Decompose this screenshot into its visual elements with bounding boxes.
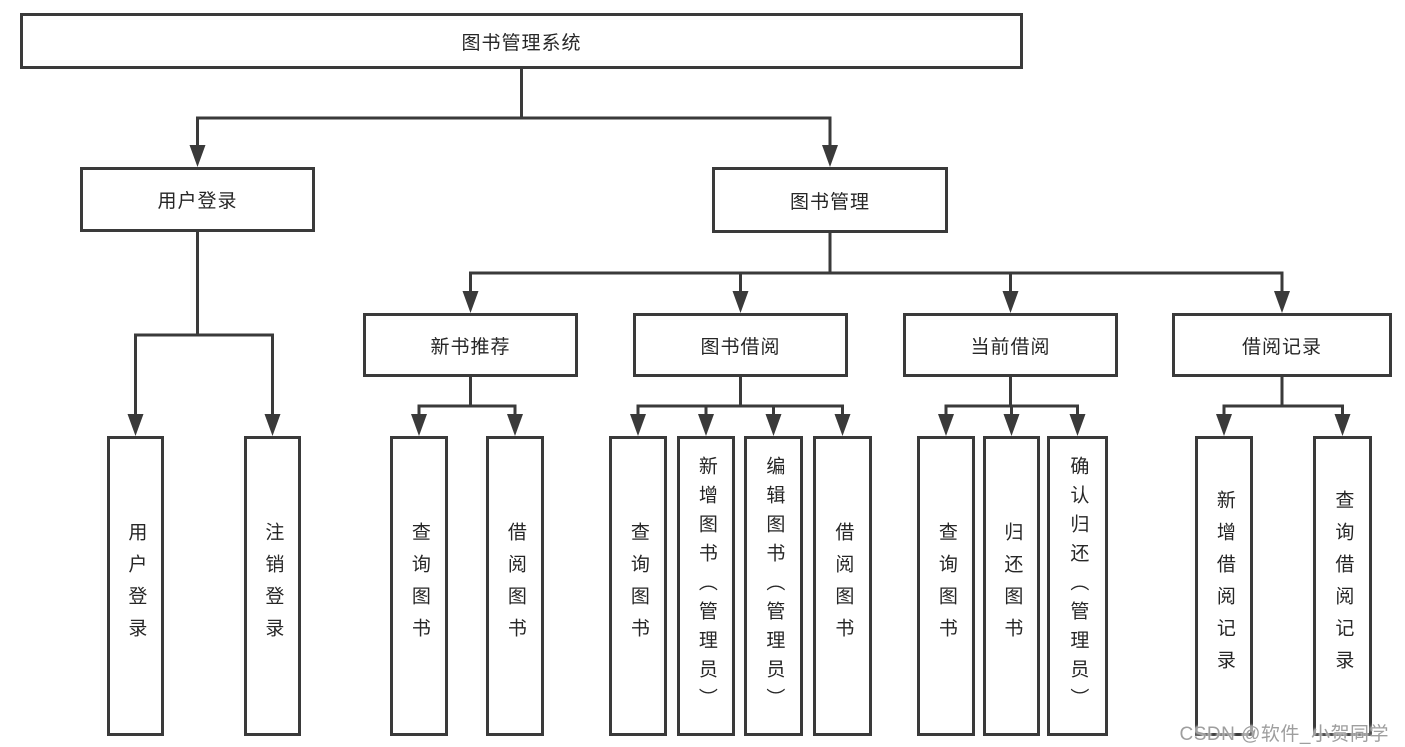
node-label: 图书管理 (789, 191, 870, 213)
leaf-label: 借阅图书 (504, 522, 526, 650)
leaf-borrow-books-recommend: 借阅图书 (486, 436, 544, 736)
leaf-label: 归还图书 (1001, 522, 1023, 650)
leaf-add-borrow-record: 新增借阅记录 (1195, 436, 1253, 736)
leaf-label: 新增图书（管理员） (695, 455, 717, 717)
node-label: 借阅记录 (1241, 336, 1322, 358)
node-label: 图书管理系统 (461, 32, 582, 54)
leaf-query-books-current: 查询图书 (917, 436, 975, 736)
node-label: 新书推荐 (430, 336, 511, 358)
leaf-edit-books-admin: 编辑图书（管理员） (744, 436, 803, 736)
node-book-borrowing: 图书借阅 (633, 313, 848, 377)
leaf-query-books-borrowing: 查询图书 (609, 436, 667, 736)
leaf-label: 确认归还（管理员） (1067, 455, 1089, 717)
leaf-logout: 注销登录 (244, 436, 301, 736)
leaf-label: 查询图书 (935, 522, 957, 650)
leaf-label: 查询图书 (408, 522, 430, 650)
node-user-login: 用户登录 (80, 167, 315, 232)
leaf-label: 查询图书 (627, 522, 649, 650)
node-label: 图书借阅 (700, 336, 781, 358)
node-book-management: 图书管理 (712, 167, 948, 233)
leaf-label: 新增借阅记录 (1213, 490, 1235, 682)
leaf-query-borrow-record: 查询借阅记录 (1313, 436, 1372, 736)
leaf-add-books-admin: 新增图书（管理员） (677, 436, 735, 736)
leaf-borrow-books-borrowing: 借阅图书 (813, 436, 872, 736)
leaf-label: 借阅图书 (832, 522, 854, 650)
leaf-return-books: 归还图书 (983, 436, 1040, 736)
leaf-user-login: 用户登录 (107, 436, 164, 736)
leaf-query-books-recommend: 查询图书 (390, 436, 448, 736)
node-current-borrowing: 当前借阅 (903, 313, 1118, 377)
csdn-watermark: CSDN @软件_小贺同学 (1179, 724, 1389, 745)
leaf-label: 编辑图书（管理员） (763, 455, 785, 717)
node-label: 用户登录 (157, 191, 238, 212)
node-new-book-recommend: 新书推荐 (363, 313, 578, 377)
node-borrowing-records: 借阅记录 (1172, 313, 1392, 377)
leaf-label: 查询借阅记录 (1332, 490, 1354, 682)
leaf-confirm-return-admin: 确认归还（管理员） (1047, 436, 1108, 736)
leaf-label: 用户登录 (125, 522, 147, 650)
node-library-management-system: 图书管理系统 (20, 13, 1023, 69)
leaf-label: 注销登录 (262, 522, 284, 650)
arrowheads (127, 145, 1351, 436)
node-label: 当前借阅 (970, 336, 1051, 358)
